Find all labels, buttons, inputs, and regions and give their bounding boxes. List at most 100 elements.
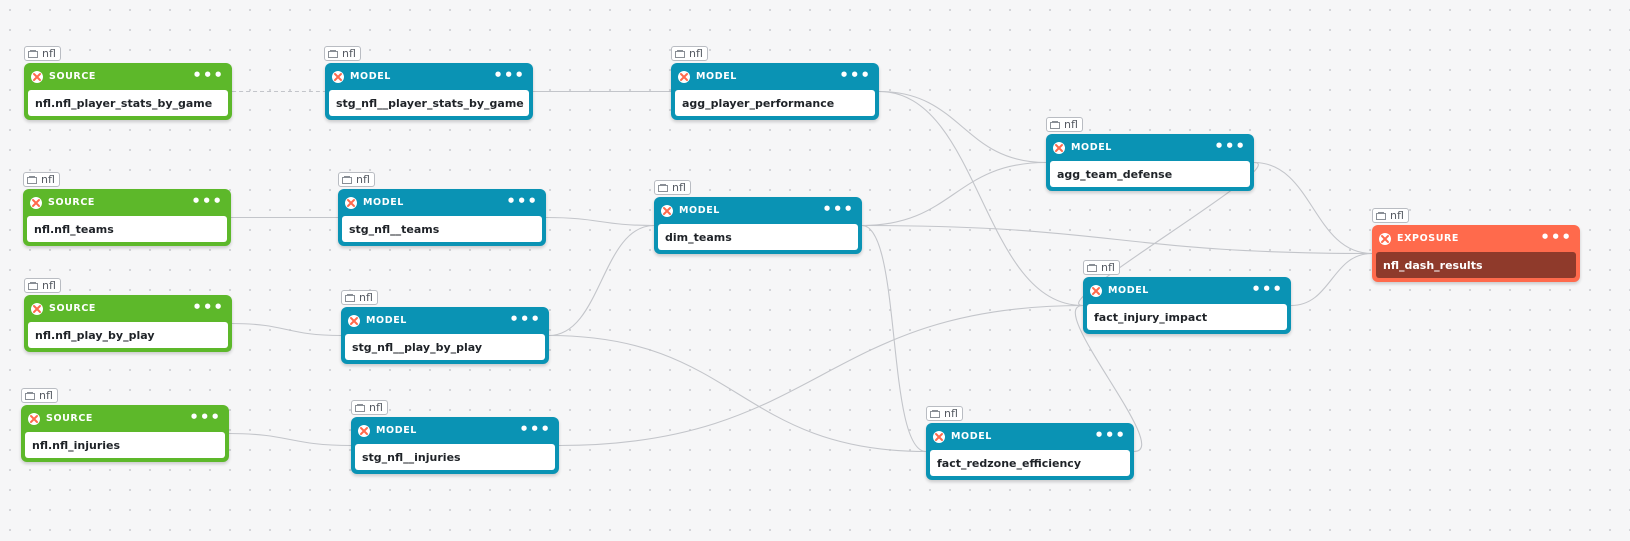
source-node-injuries[interactable]: SOURCE••• nfl.nfl_injuries xyxy=(21,405,229,462)
source-node-teams[interactable]: SOURCE ••• nfl.nfl_teams xyxy=(23,189,231,246)
more-options-icon[interactable]: ••• xyxy=(1251,279,1283,298)
node-name: dim_teams xyxy=(658,224,858,250)
package-icon xyxy=(1050,120,1060,129)
edge-fact_rz-to-fact_inj xyxy=(1074,304,1143,453)
more-options-icon[interactable]: ••• xyxy=(191,191,223,210)
package-icon xyxy=(658,183,668,192)
package-icon xyxy=(27,175,37,184)
exposure-node-nfl-dash-results[interactable]: EXPOSURE ••• nfl_dash_results xyxy=(1372,225,1580,282)
node-name: nfl.nfl_teams xyxy=(27,216,227,242)
edge-agg_def-to-fact_inj xyxy=(1078,161,1259,307)
dbt-icon xyxy=(31,302,43,315)
package-label: nfl xyxy=(369,401,383,414)
node-name: agg_player_performance xyxy=(675,90,875,116)
node-type-label: MODEL xyxy=(951,431,992,442)
model-node-stg-player-stats[interactable]: MODEL ••• stg_nfl__player_stats_by_game xyxy=(325,63,533,120)
node-type-label: EXPOSURE xyxy=(1397,233,1460,244)
package-tag: nfl xyxy=(1083,260,1120,275)
node-name: fact_injury_impact xyxy=(1087,304,1287,330)
package-icon xyxy=(28,49,38,58)
package-label: nfl xyxy=(672,181,686,194)
more-options-icon[interactable]: ••• xyxy=(519,419,551,438)
package-icon xyxy=(675,49,685,58)
node-name: stg_nfl__player_stats_by_game xyxy=(329,90,529,116)
node-type-label: SOURCE xyxy=(49,71,97,82)
edge-fact_inj-to-exp_dash xyxy=(1290,252,1373,307)
node-type-label: MODEL xyxy=(376,425,417,436)
package-tag: nfl xyxy=(341,290,378,305)
package-tag: nfl xyxy=(1372,208,1409,223)
node-type-label: MODEL xyxy=(679,205,720,216)
package-tag: nfl xyxy=(23,172,60,187)
model-node-stg-teams[interactable]: MODEL••• stg_nfl__teams xyxy=(338,189,546,246)
dbt-icon xyxy=(28,412,40,425)
dbt-icon xyxy=(933,430,945,443)
source-node-player-stats[interactable]: SOURCE ••• nfl.nfl_player_stats_by_game xyxy=(24,63,232,120)
dbt-icon xyxy=(1053,141,1065,154)
more-options-icon[interactable]: ••• xyxy=(839,65,871,84)
dbt-icon xyxy=(345,196,357,209)
package-icon xyxy=(355,403,365,412)
package-tag: nfl xyxy=(338,172,375,187)
node-name: nfl.nfl_player_stats_by_game xyxy=(28,90,228,116)
package-label: nfl xyxy=(342,47,356,60)
node-name: fact_redzone_efficiency xyxy=(930,450,1130,476)
model-node-agg-player-performance[interactable]: MODEL ••• agg_player_performance xyxy=(671,63,879,120)
model-node-fact-redzone-efficiency[interactable]: MODEL ••• fact_redzone_efficiency xyxy=(926,423,1134,480)
model-node-stg-injuries[interactable]: MODEL••• stg_nfl__injuries xyxy=(351,417,559,474)
dbt-icon xyxy=(1090,284,1102,297)
node-type-label: MODEL xyxy=(1071,142,1112,153)
package-label: nfl xyxy=(39,389,53,402)
package-label: nfl xyxy=(42,47,56,60)
node-name: nfl_dash_results xyxy=(1376,252,1576,278)
more-options-icon[interactable]: ••• xyxy=(822,199,854,218)
more-options-icon[interactable]: ••• xyxy=(189,407,221,426)
package-label: nfl xyxy=(1064,118,1078,131)
package-icon xyxy=(342,175,352,184)
node-type-label: SOURCE xyxy=(48,197,96,208)
more-options-icon[interactable]: ••• xyxy=(493,65,525,84)
more-options-icon[interactable]: ••• xyxy=(192,297,224,316)
node-name: agg_team_defense xyxy=(1050,161,1250,187)
edge-dim_teams-to-agg_def xyxy=(861,161,1047,227)
package-tag: nfl xyxy=(24,46,61,61)
package-icon xyxy=(25,391,35,400)
package-tag: nfl xyxy=(654,180,691,195)
edge-src_pbp-to-stg_pbp xyxy=(231,322,342,337)
model-node-stg-play-by-play[interactable]: MODEL••• stg_nfl__play_by_play xyxy=(341,307,549,364)
dbt-icon xyxy=(661,204,673,217)
edge-stg_teams-to-dim_teams xyxy=(545,216,655,227)
package-icon xyxy=(930,409,940,418)
model-node-agg-team-defense[interactable]: MODEL ••• agg_team_defense xyxy=(1046,134,1254,191)
more-options-icon[interactable]: ••• xyxy=(1540,227,1572,246)
dbt-icon xyxy=(348,314,360,327)
package-label: nfl xyxy=(689,47,703,60)
edge-agg_perf-to-fact_inj xyxy=(878,90,1084,307)
node-type-label: SOURCE xyxy=(46,413,94,424)
node-type-label: MODEL xyxy=(696,71,737,82)
model-node-fact-injury-impact[interactable]: MODEL ••• fact_injury_impact xyxy=(1083,277,1291,334)
more-options-icon[interactable]: ••• xyxy=(506,191,538,210)
package-label: nfl xyxy=(1390,209,1404,222)
more-options-icon[interactable]: ••• xyxy=(192,65,224,84)
package-label: nfl xyxy=(944,407,958,420)
dbt-icon xyxy=(678,70,690,83)
package-label: nfl xyxy=(41,173,55,186)
node-type-label: MODEL xyxy=(1108,285,1149,296)
source-node-play-by-play[interactable]: SOURCE••• nfl.nfl_play_by_play xyxy=(24,295,232,352)
more-options-icon[interactable]: ••• xyxy=(1094,425,1126,444)
node-type-label: MODEL xyxy=(366,315,407,326)
model-node-dim-teams[interactable]: MODEL ••• dim_teams xyxy=(654,197,862,254)
package-label: nfl xyxy=(359,291,373,304)
package-label: nfl xyxy=(1101,261,1115,274)
dbt-icon xyxy=(358,424,370,437)
node-type-label: MODEL xyxy=(350,71,391,82)
edge-stg_inj-to-fact_inj xyxy=(558,304,1084,447)
more-options-icon[interactable]: ••• xyxy=(509,309,541,328)
more-options-icon[interactable]: ••• xyxy=(1214,136,1246,155)
package-tag: nfl xyxy=(21,388,58,403)
dbt-icon xyxy=(1379,232,1391,245)
package-label: nfl xyxy=(356,173,370,186)
edge-stg_pbp-to-fact_rz xyxy=(548,334,927,453)
